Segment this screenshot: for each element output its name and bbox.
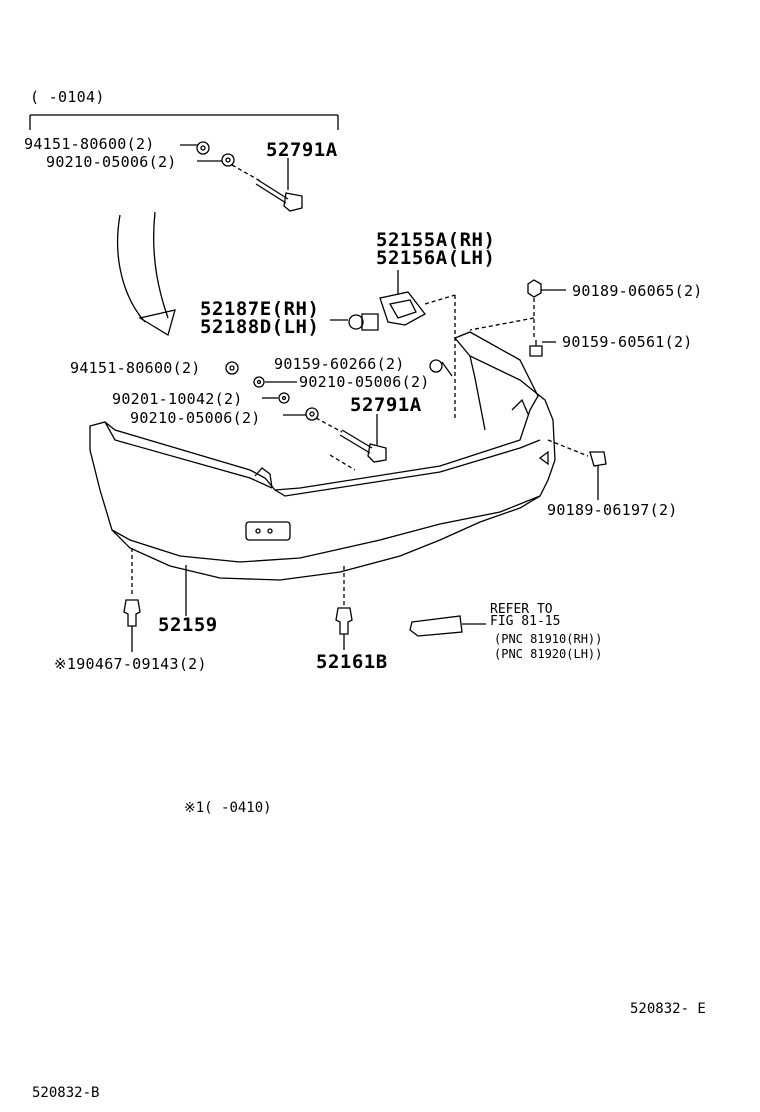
clip-52187e	[330, 313, 379, 331]
part-90189-06065: 90189-06065(2)	[572, 282, 703, 300]
leader-dashed	[547, 439, 589, 457]
pnc-lh: (PNC 81920(LH))	[494, 647, 603, 661]
bracket-52155a	[379, 270, 426, 326]
part-90210-05006-top: 90210-05006(2)	[46, 153, 177, 171]
part-90210-05006-mid-right: 90210-05006(2)	[299, 373, 430, 391]
part-90159-60561: 90159-60561(2)	[562, 333, 693, 351]
part-90210-05006-mid-left: 90210-05006(2)	[130, 409, 261, 427]
leader-dashed	[315, 417, 343, 433]
diagram-code-right: 520832- E	[630, 1001, 706, 1017]
reflector	[409, 615, 486, 637]
part-52791a-top: 52791A	[266, 139, 338, 161]
washer-90210-mid-right	[253, 376, 297, 388]
washer-90201	[262, 392, 290, 404]
part-52791a-mid: 52791A	[350, 394, 422, 416]
clip-90189-06197	[589, 451, 607, 500]
leader-dashed	[424, 294, 456, 305]
pnc-rh: (PNC 81910(RH))	[494, 632, 603, 646]
part-52188d-lh: 52188D(LH)	[200, 316, 320, 338]
screw-90159-60266	[429, 359, 453, 377]
leader-dashed	[329, 454, 356, 471]
washer-90210-top	[197, 153, 235, 167]
part-52161b: 52161B	[316, 651, 388, 673]
part-90189-06197: 90189-06197(2)	[547, 501, 678, 519]
leader-dashed	[469, 317, 535, 331]
part-90159-60266: 90159-60266(2)	[274, 355, 405, 373]
part-52155a-rh: 52155A(RH)	[376, 229, 496, 251]
screw-90159-60561	[529, 340, 556, 357]
diagram-code-bottom: 520832-B	[32, 1085, 100, 1101]
bolt-52791a-mid	[339, 429, 387, 463]
part-94151-80600-mid: 94151-80600(2)	[70, 359, 201, 377]
clip-52161b	[335, 607, 353, 650]
clip-190467	[123, 599, 141, 652]
bolt-52791a-top	[255, 179, 303, 212]
part-90201-10042: 90201-10042(2)	[112, 390, 243, 408]
range-label-top: ( -0104)	[30, 88, 105, 106]
part-52156a-lh: 52156A(LH)	[376, 247, 496, 269]
range-bracket	[29, 114, 339, 130]
part-94151-80600-top: 94151-80600(2)	[24, 135, 155, 153]
leader-dashed	[231, 164, 263, 183]
curved-arrow	[116, 211, 176, 337]
fig-reference: FIG 81-15	[490, 614, 561, 629]
nut-94151-top	[180, 141, 210, 155]
part-190467-09143: ※190467-09143(2)	[54, 655, 207, 673]
part-52187e-rh: 52187E(RH)	[200, 298, 320, 320]
nut-90189-06065	[527, 279, 566, 298]
part-52159: 52159	[158, 614, 218, 636]
bumper-cover-52159	[89, 331, 556, 581]
washer-90210-mid-left	[283, 407, 319, 421]
refer-to-label: REFER TO	[490, 602, 553, 617]
footnote: ※1( -0410)	[184, 800, 272, 816]
nut-94151-mid	[225, 361, 239, 375]
